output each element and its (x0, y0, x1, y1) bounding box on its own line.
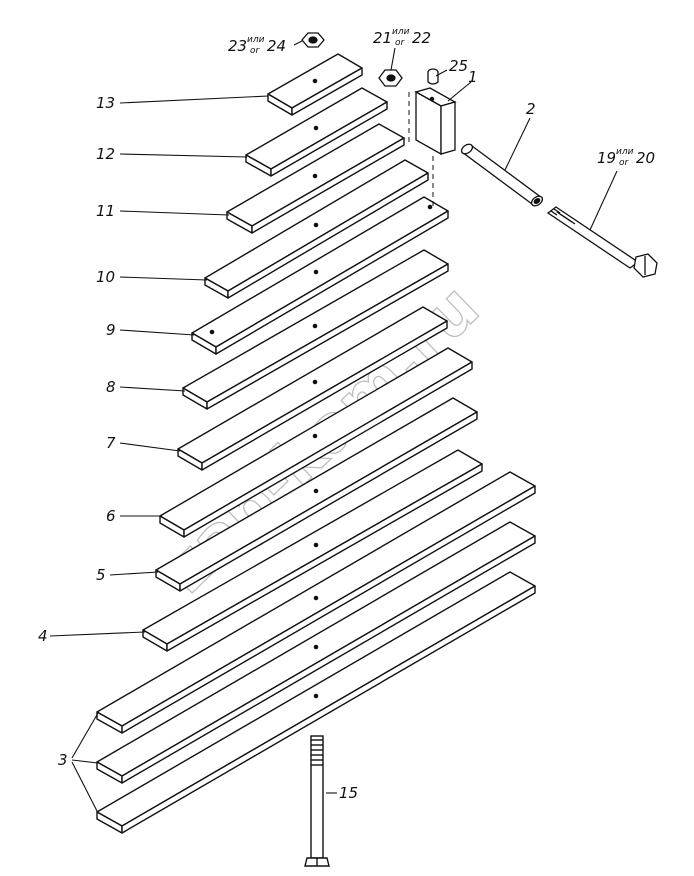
spring-leaf-6 (159, 347, 473, 538)
svg-text:21: 21 (373, 29, 392, 47)
svg-text:19: 19 (597, 149, 616, 167)
label-6: 6 (106, 507, 116, 525)
bolt-19-20 (546, 206, 658, 278)
spring-leaf-8 (182, 249, 449, 410)
label-19-or-20: 19 или or 20 (597, 147, 655, 168)
spring-leaf-13 (267, 53, 363, 116)
label-2: 2 (526, 100, 536, 118)
center-bolt-15 (304, 735, 330, 867)
spring-leaf-5 (155, 397, 478, 592)
label-15: 15 (339, 784, 358, 802)
bracket-1 (414, 87, 457, 156)
pin-25 (427, 68, 439, 85)
svg-text:или: или (392, 27, 410, 37)
svg-text:или: или (247, 35, 265, 45)
label-9: 9 (106, 321, 116, 339)
spring-leaf-3-upper (96, 471, 536, 734)
svg-text:22: 22 (412, 29, 431, 47)
spring-leaf-9 (191, 196, 449, 355)
label-7: 7 (106, 434, 116, 452)
svg-text:or: or (250, 46, 261, 56)
svg-text:20: 20 (636, 149, 655, 167)
spring-leaf-4 (142, 449, 483, 652)
assembly-guide-lines (408, 92, 434, 206)
label-13: 13 (96, 94, 115, 112)
svg-text:or: or (619, 158, 630, 168)
label-21-or-22: 21 или or 22 (373, 27, 431, 48)
nut-21-22 (378, 69, 403, 87)
svg-text:23: 23 (228, 37, 247, 55)
label-23-or-24: 23 или or 24 (228, 35, 286, 56)
label-11: 11 (96, 202, 115, 220)
spring-leaf-3-middle (96, 521, 536, 784)
leader-lines (49, 40, 618, 814)
label-12: 12 (96, 145, 115, 163)
label-8: 8 (106, 378, 116, 396)
label-3: 3 (58, 751, 68, 769)
spring-leaf-12 (245, 87, 388, 177)
spring-leaf-11 (226, 123, 405, 234)
nut-23-24 (301, 32, 325, 48)
label-1: 1 (468, 68, 478, 86)
label-4: 4 (38, 627, 48, 645)
label-25: 25 (449, 57, 468, 75)
svg-text:or: or (395, 38, 406, 48)
label-5: 5 (96, 566, 106, 584)
bushing-2 (460, 143, 544, 207)
label-10: 10 (96, 268, 115, 286)
svg-text:24: 24 (267, 37, 286, 55)
spring-leaf-3-lower (96, 571, 536, 834)
spring-leaf-10 (204, 159, 429, 299)
spring-leaf-7 (177, 306, 448, 471)
svg-text:или: или (616, 147, 634, 157)
